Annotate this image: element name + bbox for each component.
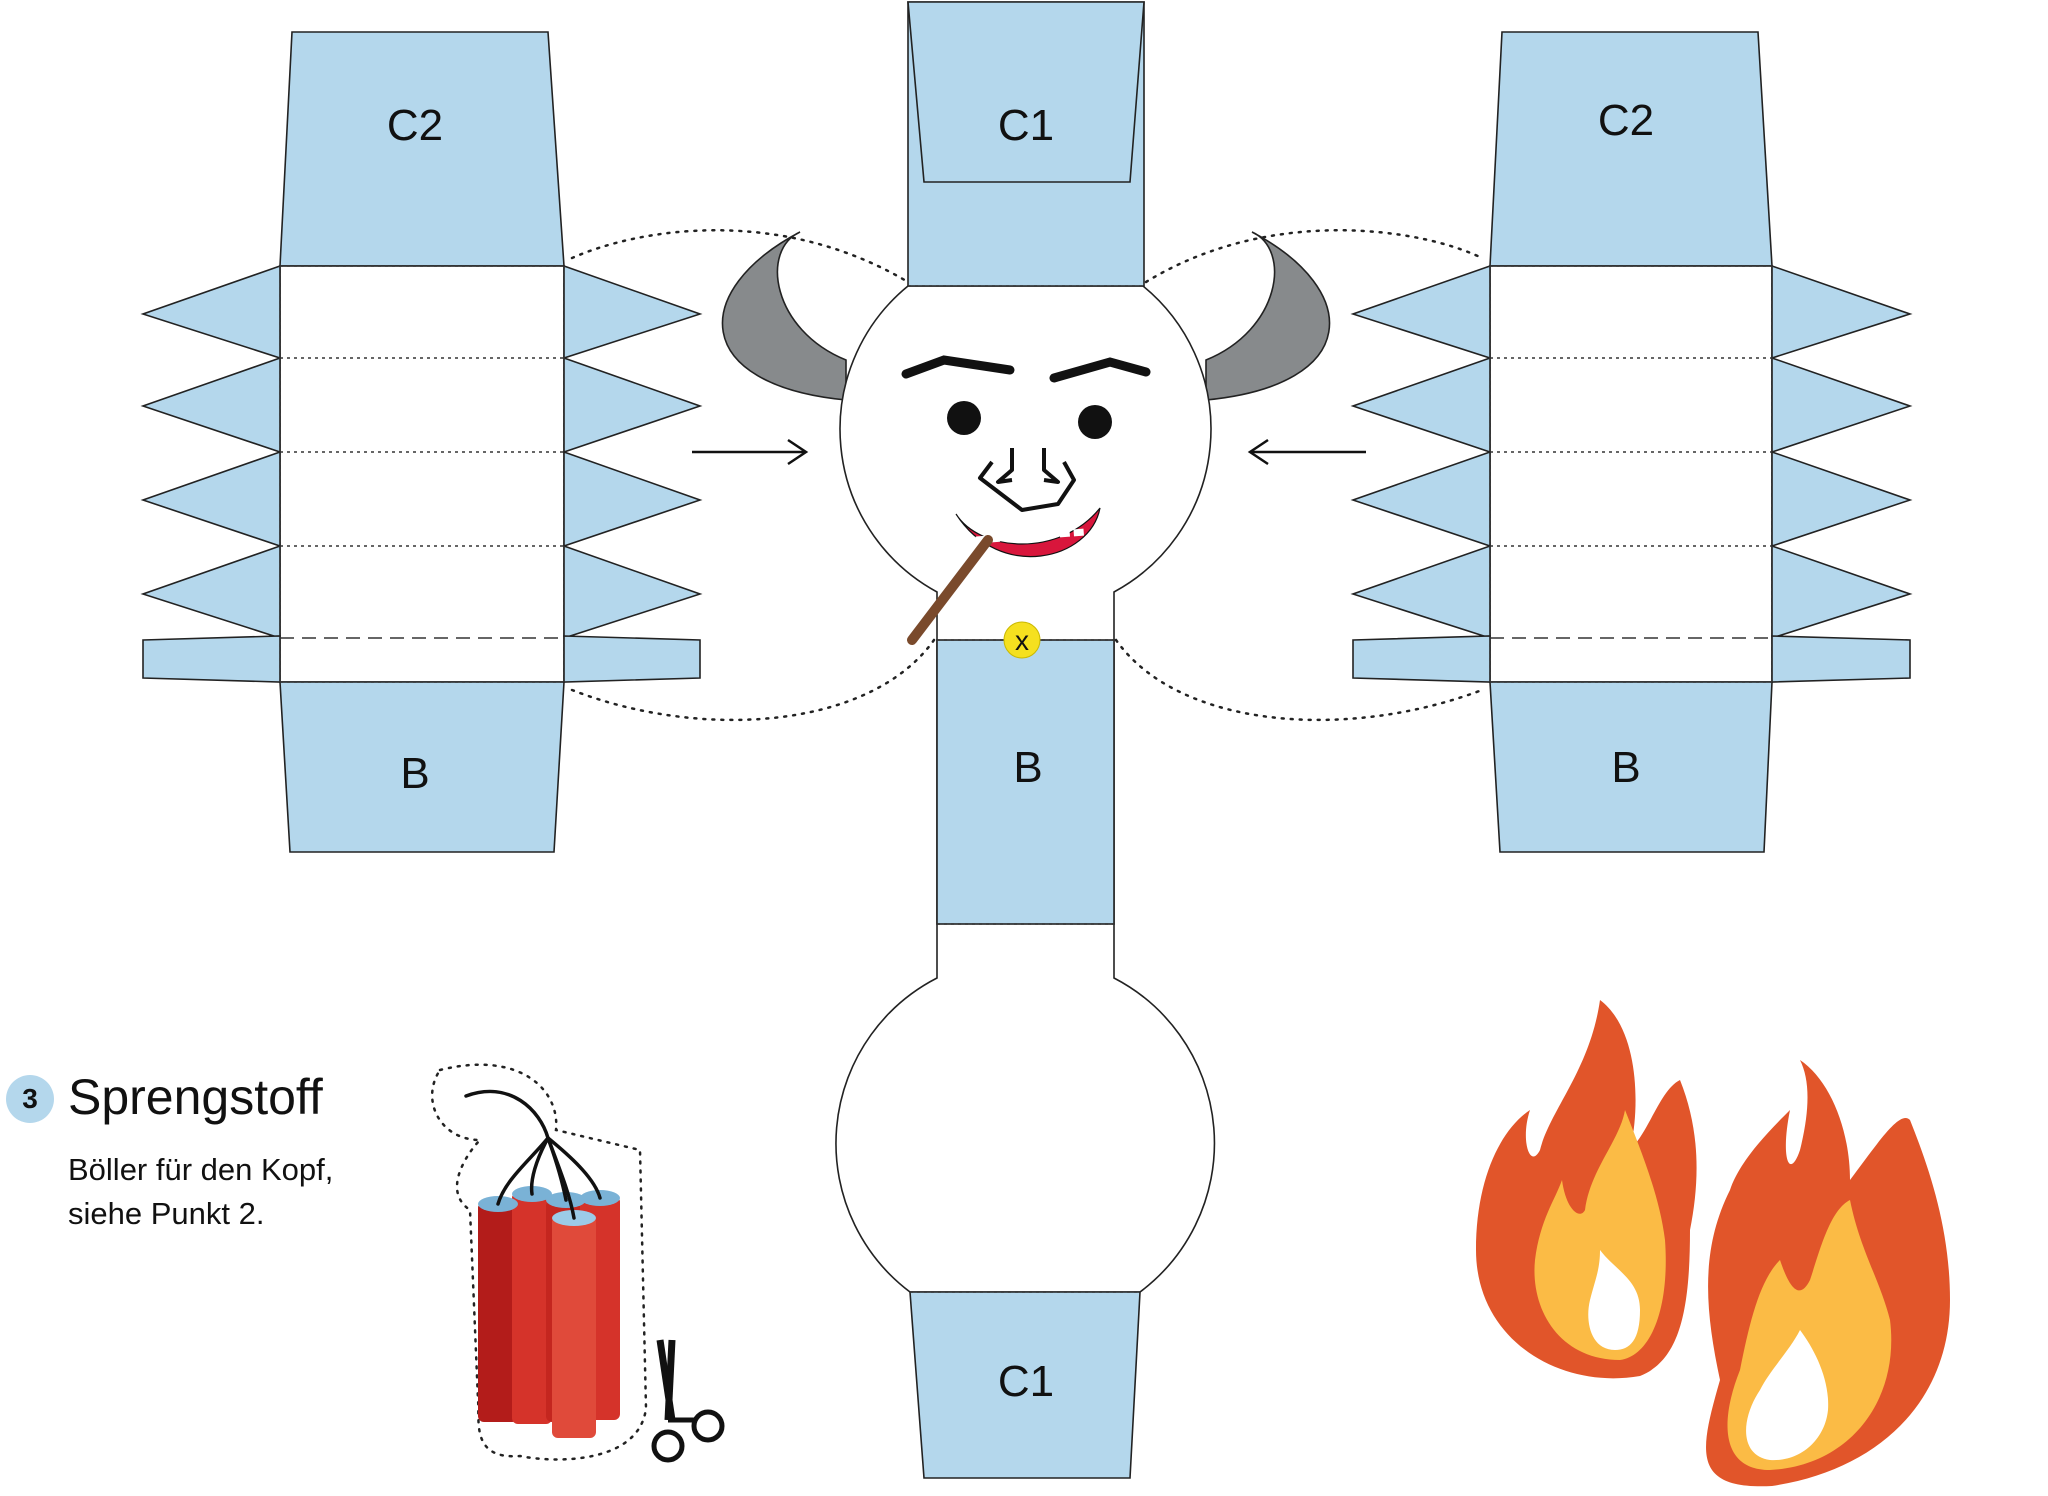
b-center-label: B xyxy=(1013,743,1042,792)
c1-top-inner xyxy=(907,1,1145,183)
x-marker-label: x xyxy=(1015,625,1029,656)
fuse-stick xyxy=(907,535,993,645)
left-horn xyxy=(721,231,847,401)
left-eyebrow xyxy=(901,355,1015,379)
right-spike xyxy=(1771,356,1913,454)
right-tab xyxy=(1352,635,1491,683)
devil-face xyxy=(901,355,1151,645)
left-spike xyxy=(563,264,703,360)
right-horn xyxy=(1205,231,1331,401)
scissors-icon xyxy=(651,1339,725,1463)
c2-right-label: C2 xyxy=(1598,96,1654,145)
nose xyxy=(978,448,1076,512)
section-heading: Sprengstoff xyxy=(68,1069,323,1125)
left-panel xyxy=(140,31,703,853)
x-marker: x xyxy=(1003,621,1041,659)
section-description-line2: siehe Punkt 2. xyxy=(68,1196,265,1231)
right-tab xyxy=(1771,635,1911,683)
right-spike xyxy=(1350,356,1491,454)
arrow-right-icon xyxy=(692,438,809,466)
c1-bottom-label: C1 xyxy=(998,1357,1054,1406)
flame-icon xyxy=(1476,1000,1950,1487)
left-spike xyxy=(563,356,703,454)
right-fold-lines xyxy=(1489,265,1773,683)
connection-arcs xyxy=(570,229,1484,722)
c1-top-label: C1 xyxy=(998,101,1054,150)
right-spike xyxy=(1771,544,1913,640)
right-spike xyxy=(1350,450,1491,548)
left-spike xyxy=(140,450,281,548)
step-number-badge: 3 xyxy=(6,1075,54,1123)
section-description: Böller für den Kopf, siehe Punkt 2. xyxy=(68,1148,488,1236)
teeth xyxy=(975,528,1087,544)
dynamite-sticks xyxy=(478,1186,620,1438)
left-spike xyxy=(563,450,703,548)
left-eye xyxy=(947,401,981,435)
dynamite-icon xyxy=(430,1063,648,1461)
right-spike xyxy=(1350,264,1491,360)
section-description-line1: Böller für den Kopf, xyxy=(68,1152,334,1187)
left-spike xyxy=(140,544,281,640)
right-body xyxy=(1489,265,1773,683)
right-b-flap xyxy=(1489,681,1773,853)
right-spike xyxy=(1350,544,1491,640)
flame-right-inner xyxy=(1746,1330,1829,1461)
right-eye xyxy=(1078,405,1112,439)
b-left-label: B xyxy=(400,749,429,798)
right-spike xyxy=(1771,264,1913,360)
center-fold-lines xyxy=(908,285,1144,1293)
left-spike xyxy=(140,356,281,454)
arrow-left-icon xyxy=(1247,438,1366,466)
left-spike xyxy=(140,264,281,360)
b-right-label: B xyxy=(1611,743,1640,792)
left-tab xyxy=(563,635,701,683)
flame-left-inner xyxy=(1588,1250,1640,1350)
right-spike xyxy=(1771,450,1913,548)
left-fold-lines xyxy=(279,265,565,683)
right-panel xyxy=(1350,31,1913,853)
left-spike xyxy=(563,544,703,640)
c2-left-label: C2 xyxy=(387,101,443,150)
center-figure xyxy=(721,1,1331,1479)
right-eyebrow xyxy=(1049,357,1151,383)
left-body xyxy=(279,265,565,683)
c1-bottom-flap xyxy=(909,1291,1141,1479)
right-c2-flap xyxy=(1489,31,1773,267)
left-tab xyxy=(142,635,281,683)
dynamite-fuses xyxy=(464,1089,602,1220)
